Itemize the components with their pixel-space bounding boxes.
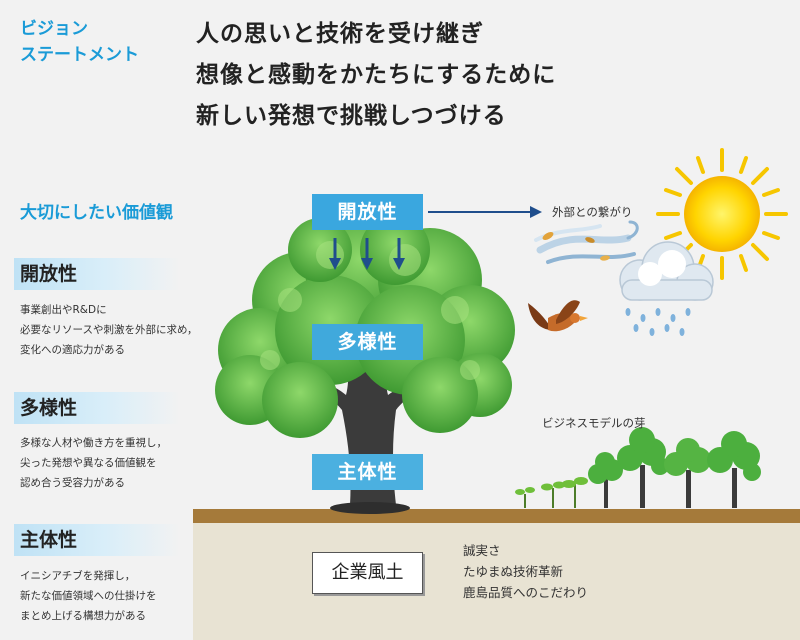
- sun-icon: [656, 148, 788, 280]
- rain-cloud-icon: [619, 241, 714, 336]
- value-title-diversity: 多様性: [14, 392, 180, 424]
- box-openness: 開放性: [312, 194, 423, 230]
- arrow-right-icon: [428, 206, 542, 218]
- value-desc-autonomy: イニシアチブを発揮し， 新たな価値領域への仕掛けを まとめ上げる構想力がある: [20, 570, 157, 622]
- ground-soil: [193, 523, 800, 640]
- vision-statement: 人の思いと技術を受け継ぎ 想像と感動をかたちにするために 新しい発想で挑戦しつづ…: [196, 21, 557, 129]
- external-connection-label: 外部との繋がり: [552, 205, 633, 219]
- vision-label: ビジョン ステートメント: [20, 19, 139, 65]
- box-diversity: 多様性: [312, 324, 423, 360]
- business-sprout-label: ビジネスモデルの芽: [542, 416, 646, 430]
- culture-items: 誠実さ たゆまぬ技術革新 鹿島品質へのこだわり: [463, 543, 589, 600]
- bird-icon: [528, 300, 588, 332]
- value-title-openness: 開放性: [14, 258, 180, 290]
- value-title-autonomy: 主体性: [14, 524, 180, 556]
- arrow-icons: [329, 238, 405, 270]
- value-desc-openness: 事業創出やR&Dに 必要なリソースや刺激を外部に求め， 変化への適応力がある: [20, 304, 198, 356]
- value-desc-diversity: 多様な人材や働き方を重視し， 尖った発想や異なる価値観を 認め合う受容力がある: [20, 437, 167, 489]
- values-heading: 大切にしたい価値観: [20, 203, 173, 223]
- box-autonomy: 主体性: [312, 454, 423, 490]
- tree-icon: [215, 215, 515, 514]
- sprout-icons: [515, 427, 761, 508]
- corporate-culture-box: 企業風土: [312, 552, 423, 594]
- wind-icon: [534, 220, 639, 264]
